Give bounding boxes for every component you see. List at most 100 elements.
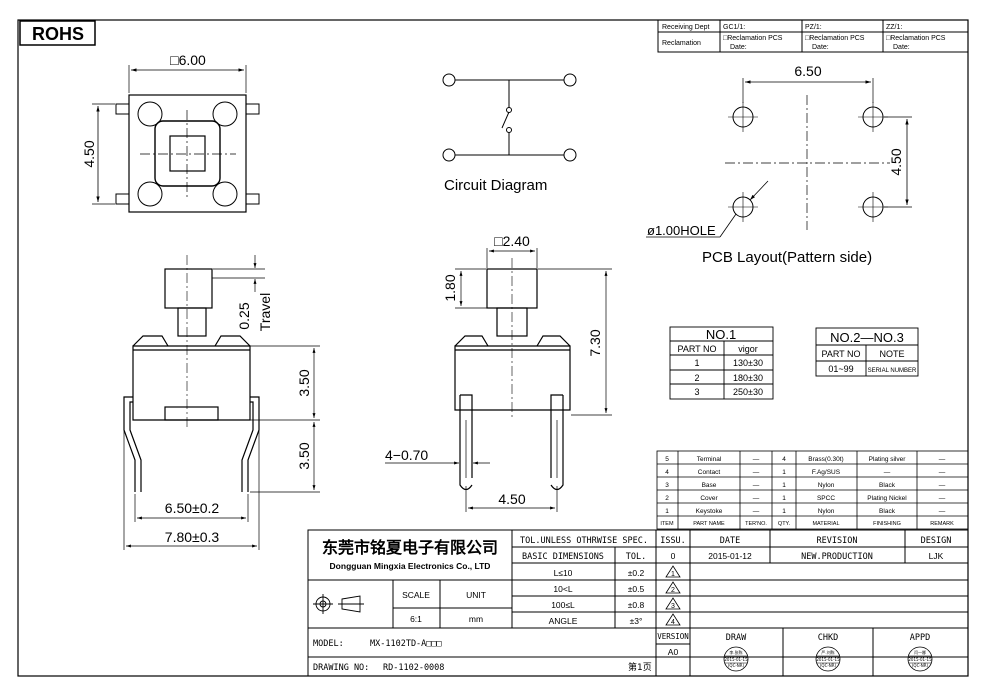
table-row: — bbox=[939, 469, 946, 476]
table-row: Brass(0.30t) bbox=[808, 456, 843, 463]
svg-text:FINISHING: FINISHING bbox=[873, 521, 901, 527]
circuit-diagram bbox=[442, 73, 577, 162]
svg-text:REMARK: REMARK bbox=[930, 521, 954, 527]
travel-label: Travel bbox=[257, 293, 273, 331]
svg-text:TER'NO.: TER'NO. bbox=[745, 521, 767, 527]
bom-header: ITEM PART NAME TER'NO. QTY. MATERIAL FIN… bbox=[660, 521, 954, 527]
no1-header-part: PART NO bbox=[677, 344, 716, 354]
total-height-dim: 7.30 bbox=[587, 329, 603, 356]
svg-text:2015-01-15: 2015-01-15 bbox=[908, 657, 932, 662]
rev-date: 2015-01-12 bbox=[708, 551, 752, 561]
revision-label: REVISION bbox=[817, 536, 858, 546]
lead-height-dim: 3.50 bbox=[296, 442, 312, 469]
stamp-draw: 李.张陈 2015-01-15 (QC-NR) bbox=[723, 646, 749, 672]
model-label: MODEL: bbox=[313, 639, 344, 649]
scale-value: 6:1 bbox=[410, 614, 422, 624]
table-row: Nylon bbox=[818, 482, 835, 489]
tol-title: TOL.UNLESS OTHRWISE SPEC. bbox=[520, 536, 648, 546]
company-name-en: Dongguan Mingxia Electronics Co., LTD bbox=[330, 561, 491, 571]
table-row: — bbox=[753, 469, 760, 476]
svg-text:严.刘陈: 严.刘陈 bbox=[821, 649, 834, 655]
table-row: 01~99 bbox=[828, 364, 853, 374]
rev-desc: NEW.PRODUCTION bbox=[801, 552, 873, 562]
table-row: 130±30 bbox=[733, 358, 763, 368]
svg-text:李.张陈: 李.张陈 bbox=[729, 649, 742, 655]
issu-label: ISSU. bbox=[660, 536, 686, 546]
table-row: — bbox=[753, 482, 760, 489]
gc-label: GC1/1: bbox=[723, 24, 745, 31]
pcb-label: PCB Layout(Pattern side) bbox=[702, 249, 872, 266]
revision-triangles bbox=[665, 565, 681, 626]
no2-title: NO.2—NO.3 bbox=[830, 330, 904, 345]
tol-label: TOL. bbox=[626, 552, 646, 562]
table-row: L≤10 bbox=[554, 568, 573, 578]
rev-mark-1: 1 bbox=[671, 571, 675, 578]
svg-text:PART NAME: PART NAME bbox=[693, 521, 725, 527]
svg-text:2015-01-15: 2015-01-15 bbox=[724, 657, 748, 662]
top-width-dim: □6.00 bbox=[170, 52, 206, 68]
table-row: 100≤L bbox=[551, 600, 575, 610]
unit-label: UNIT bbox=[466, 590, 486, 600]
cap-width-dim: □2.40 bbox=[494, 233, 530, 249]
svg-text:QTY.: QTY. bbox=[778, 521, 791, 527]
table-row: ±0.8 bbox=[628, 600, 645, 610]
table-row: 4 bbox=[782, 456, 786, 463]
svg-text:ITEM: ITEM bbox=[660, 521, 674, 527]
table-row: — bbox=[939, 508, 946, 515]
bom-row-1: 1 Keystoke — 1 Nylon Black — bbox=[665, 508, 946, 515]
table-row: — bbox=[753, 456, 760, 463]
model-value: MX-1102TD-A□□□ bbox=[370, 639, 442, 649]
drawing-no-label: DRAWING NO: bbox=[313, 663, 369, 673]
table-row: Terminal bbox=[697, 456, 722, 463]
no1-table: NO.1 PART NO vigor 1 130±30 2 180±30 3 2… bbox=[669, 326, 774, 400]
appd-label: APPD bbox=[910, 633, 930, 643]
no1-header-vigor: vigor bbox=[738, 344, 758, 354]
table-row: 1 bbox=[782, 482, 786, 489]
receiving-dept-label: Receiving Dept bbox=[662, 24, 710, 31]
table-row: 10<L bbox=[553, 584, 572, 594]
no1-title: NO.1 bbox=[706, 327, 736, 342]
zz-label: ZZ/1: bbox=[886, 24, 902, 31]
table-row: 2 bbox=[665, 495, 669, 502]
page-number: 第1页 bbox=[628, 661, 652, 673]
no2-header-note: NOTE bbox=[879, 349, 904, 359]
rohs-badge: ROHS bbox=[19, 20, 96, 46]
no2-header-part: PART NO bbox=[821, 349, 860, 359]
table-row: 1 bbox=[694, 358, 699, 368]
draw-label: DRAW bbox=[726, 633, 747, 643]
table-row: Black bbox=[879, 508, 896, 515]
lead-width-dim: 4−0.70 bbox=[385, 447, 428, 463]
table-row: 3 bbox=[694, 387, 699, 397]
projection-symbol-icon bbox=[313, 594, 364, 614]
rev-mark-3: 3 bbox=[671, 603, 675, 610]
rohs-text: ROHS bbox=[32, 24, 84, 44]
pz-label: PZ/1: bbox=[805, 24, 822, 31]
table-row: 250±30 bbox=[733, 387, 763, 397]
receiving-table: Receiving Dept GC1/1: PZ/1: ZZ/1: Reclam… bbox=[657, 19, 969, 53]
table-row: ±0.2 bbox=[628, 568, 645, 578]
bom-row-5: 5 Terminal — 4 Brass(0.30t) Plating silv… bbox=[665, 456, 946, 463]
table-row: — bbox=[939, 495, 946, 502]
table-row: Black bbox=[879, 482, 896, 489]
table-row: Plating silver bbox=[869, 456, 907, 463]
table-row: SPCC bbox=[817, 495, 835, 502]
table-row: — bbox=[939, 482, 946, 489]
lead-span-dim: 6.50±0.2 bbox=[165, 500, 220, 516]
svg-text:2015-01-15: 2015-01-15 bbox=[816, 657, 840, 662]
design-label: DESIGN bbox=[921, 536, 952, 546]
table-row: SERIAL NUMBER bbox=[868, 368, 917, 374]
rev-issue: 0 bbox=[671, 551, 676, 561]
pcb-layout bbox=[646, 78, 912, 238]
table-row: 1 bbox=[665, 508, 669, 515]
approval-stamps: 李.张陈 2015-01-15 (QC-NR) 严.刘陈 2015-01-15 … bbox=[723, 646, 933, 672]
sheet-border bbox=[17, 19, 969, 677]
table-row: Contact bbox=[698, 469, 721, 476]
table-row: ANGLE bbox=[549, 616, 578, 626]
table-row: 1 bbox=[782, 495, 786, 502]
side-view bbox=[385, 248, 612, 512]
table-row: ±0.5 bbox=[628, 584, 645, 594]
chkd-label: CHKD bbox=[818, 633, 838, 643]
reclamation-cell-2: □Reclamation PCS bbox=[805, 35, 865, 42]
date-cell-2: Date: bbox=[812, 44, 829, 51]
no2-table: NO.2—NO.3 PART NO NOTE 01~99 SERIAL NUMB… bbox=[815, 327, 919, 377]
